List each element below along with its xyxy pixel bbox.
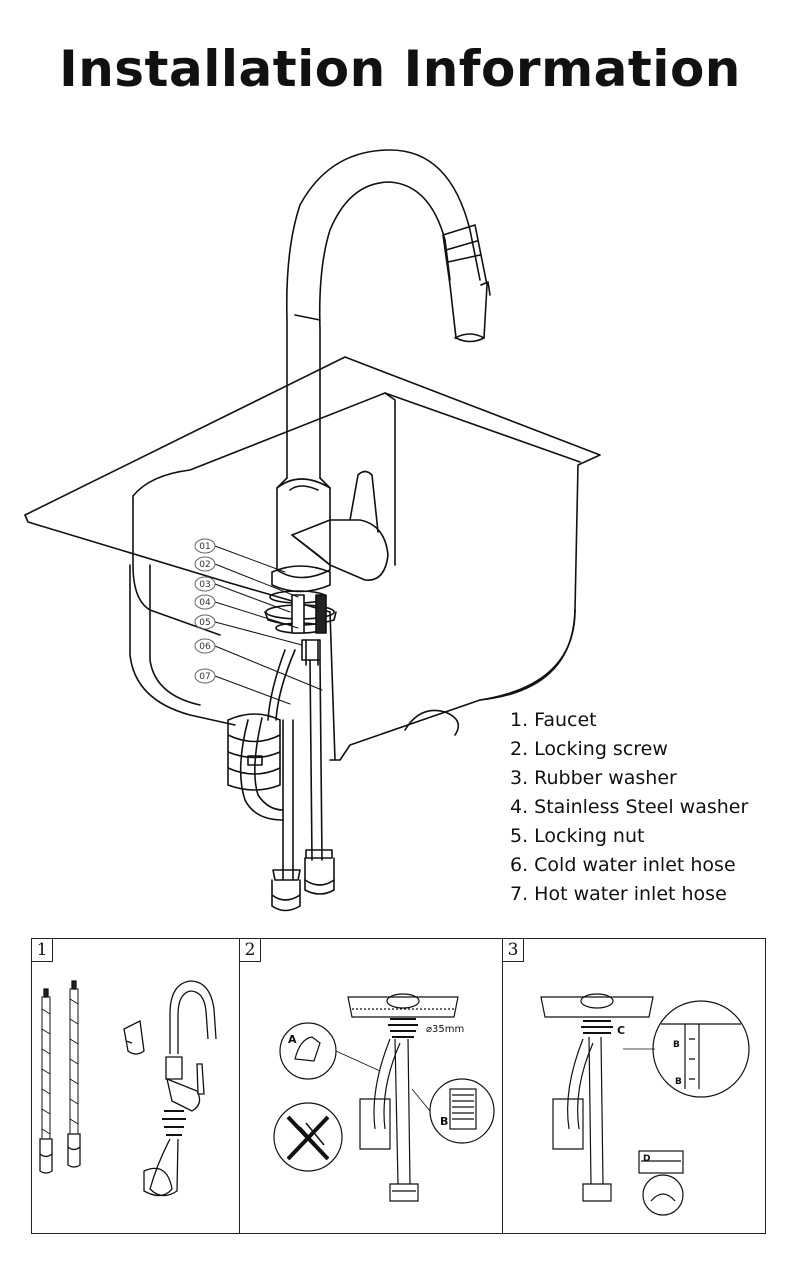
step-number: 2 <box>240 939 261 962</box>
callout-02: 02 <box>194 556 216 572</box>
counterweight-small <box>552 1098 584 1150</box>
callout-03: 03 <box>194 576 216 592</box>
no-pliers-circle <box>273 1102 343 1172</box>
label-d: D <box>643 1154 650 1164</box>
step-3-illustration: C B B D <box>540 993 750 1216</box>
part-item: 4. Stainless Steel washer <box>510 796 749 818</box>
step-1-illustration <box>39 980 217 1197</box>
callout-04: 04 <box>194 594 216 610</box>
svg-text:07: 07 <box>199 672 210 682</box>
countertop <box>540 996 654 1018</box>
part-item: 1. Faucet <box>510 709 597 731</box>
part-item: 3. Rubber washer <box>510 767 677 789</box>
svg-text:05: 05 <box>199 618 210 628</box>
installation-steps: 1 <box>31 938 766 1234</box>
step-3-panel: 3 C B B D <box>502 939 765 1233</box>
faucet-body <box>276 478 331 579</box>
faucet-sink-illustration: 01 02 03 04 05 06 07 <box>24 149 601 912</box>
faucet-spout <box>285 149 481 479</box>
svg-text:03: 03 <box>199 580 210 590</box>
part-item: 2. Locking screw <box>510 738 668 760</box>
label-a: A <box>288 1033 297 1046</box>
label-c: C <box>617 1024 625 1037</box>
faucet-small <box>123 980 217 1197</box>
step-1-panel: 1 <box>32 939 239 1233</box>
detail-circle-a <box>279 1022 337 1080</box>
step-number: 1 <box>32 939 53 962</box>
label-b-2: B <box>675 1077 682 1087</box>
countertop <box>347 996 459 1018</box>
step-number: 3 <box>503 939 524 962</box>
step-2-illustration: ⌀35mm A B <box>273 993 495 1202</box>
counterweight <box>227 713 281 791</box>
callout-05: 05 <box>194 614 216 630</box>
svg-text:04: 04 <box>199 598 211 608</box>
part-item: 7. Hot water inlet hose <box>510 883 727 905</box>
svg-text:02: 02 <box>199 560 210 570</box>
hot-water-hose <box>267 649 286 721</box>
sink-basin-rim <box>132 392 581 497</box>
step-2-panel: 2 ⌀35mm A B <box>239 939 502 1233</box>
detail-circle-d <box>642 1174 684 1216</box>
cold-water-hose <box>309 659 313 861</box>
detail-circle-c <box>652 1000 750 1098</box>
counterweight-small <box>359 1098 391 1150</box>
svg-text:06: 06 <box>199 642 211 652</box>
inlet-hoses <box>39 980 81 1174</box>
sink-basin <box>129 564 236 726</box>
label-b-1: B <box>673 1040 680 1050</box>
faucet-base <box>271 565 331 593</box>
page-title: Installation Information <box>59 40 741 98</box>
part-item: 5. Locking nut <box>510 825 645 847</box>
callout-07: 07 <box>194 668 216 684</box>
detail-d <box>638 1150 684 1174</box>
parts-list: 1. Faucet 2. Locking screw 3. Rubber was… <box>510 706 748 909</box>
hole-size-label: ⌀35mm <box>426 1024 464 1035</box>
label-b: B <box>440 1115 448 1128</box>
part-item: 6. Cold water inlet hose <box>510 854 736 876</box>
svg-text:01: 01 <box>199 542 210 552</box>
sprayer-head <box>442 224 488 343</box>
callout-06: 06 <box>194 638 216 654</box>
faucet-lever <box>291 519 389 581</box>
callout-01: 01 <box>194 538 216 554</box>
sink-top <box>24 356 601 761</box>
